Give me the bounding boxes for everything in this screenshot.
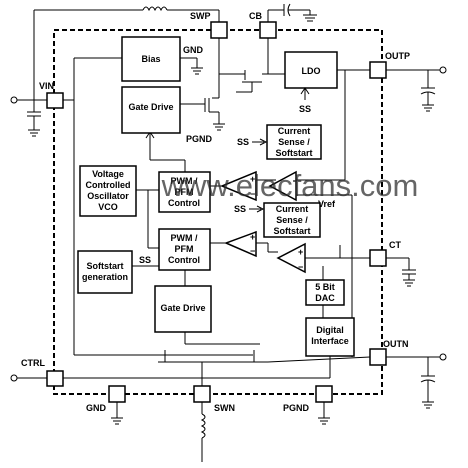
minus-sign: − (298, 262, 303, 272)
pin-ct: CT (369, 240, 401, 267)
plus-sign: + (298, 247, 303, 257)
pin-ctrl-label: CTRL (21, 358, 45, 368)
vco-block: Voltage Controlled Oscillator VCO (79, 165, 137, 217)
pin-outp: OUTP (369, 51, 410, 79)
gate-drive-top-block: Gate Drive (121, 86, 181, 134)
pin-cb: CB (249, 11, 277, 39)
softstart-gen-line-2: generation (82, 272, 128, 282)
external-outp-circuit (386, 66, 447, 112)
plus-sign: + (250, 174, 255, 184)
pin-pgnd-label: PGND (283, 403, 310, 413)
pwm-2-line-2: PFM (175, 244, 194, 254)
cb-capacitor (267, 3, 317, 22)
current-sense-2-line-2: Sense / (276, 215, 308, 225)
pin-pgnd: PGND (283, 385, 333, 413)
vco-line-1: Voltage (92, 169, 124, 179)
bias-block: Bias (121, 36, 181, 82)
internal-wiring (63, 38, 371, 386)
pwm-1-block: PWM / PFM Control (158, 171, 211, 213)
external-vin-circuit (10, 9, 143, 137)
pin-swp: SWP (190, 11, 228, 39)
ss-cs2-label: SS (234, 204, 246, 214)
gate-drive-top-label: Gate Drive (128, 102, 173, 112)
pin-ctrl: CTRL (21, 358, 64, 387)
external-ctrl-input (10, 374, 47, 382)
ldo-label: LDO (302, 66, 321, 76)
digital-interface-line-1: Digital (316, 325, 344, 335)
external-outn-circuit (386, 353, 447, 409)
current-sense-1-line-1: Current (278, 126, 311, 136)
current-sense-1-line-3: Softstart (275, 148, 312, 158)
softstart-gen-line-1: Softstart (86, 261, 123, 271)
pin-vin: VIN (39, 81, 64, 109)
pwm-2-line-3: Control (168, 255, 200, 265)
digital-interface-block: Digital Interface (305, 317, 355, 357)
vco-line-3: Oscillator (87, 191, 129, 201)
pin-gnd: GND (86, 385, 126, 413)
gate-drive-bottom-block: Gate Drive (154, 285, 212, 333)
pgnd-internal-label: PGND (186, 134, 213, 144)
pin-outp-label: OUTP (385, 51, 410, 61)
comparator-1 (220, 170, 257, 202)
error-amplifier (276, 242, 306, 274)
pin-swp-label: SWP (190, 11, 211, 21)
ss-cs1-label: SS (237, 137, 249, 147)
ss-ldo-label: SS (299, 104, 311, 114)
current-sense-2-block: Current Sense / Softstart (263, 202, 321, 238)
gnd-internal-label: GND (183, 45, 204, 55)
pwm-2-block: PWM / PFM Control (158, 228, 211, 271)
plus-sign: + (250, 232, 255, 242)
pin-cb-label: CB (249, 11, 262, 21)
feedback-amplifier (268, 170, 297, 202)
pwm-1-line-3: Control (168, 198, 200, 208)
vref-label: Vref (318, 199, 336, 209)
current-sense-2-line-1: Current (276, 204, 309, 214)
pin-swn-label: SWN (214, 403, 235, 413)
minus-sign: − (250, 246, 255, 256)
pwm-1-line-1: PWM / (171, 176, 198, 186)
current-sense-1-block: Current Sense / Softstart (266, 124, 322, 160)
pin-outn: OUTN (369, 339, 409, 366)
ss-softstart-label: SS (139, 255, 151, 265)
dac-block: 5 Bit DAC (305, 279, 345, 306)
pwm-1-line-2: PFM (175, 187, 194, 197)
watermark: www.elecfans.com (161, 168, 419, 203)
minus-sign: − (250, 189, 255, 199)
dac-line-1: 5 Bit (315, 282, 335, 292)
inductor-top (142, 6, 168, 12)
digital-interface-line-2: Interface (311, 336, 349, 346)
current-sense-2-line-3: Softstart (273, 226, 310, 236)
comparator-2 (223, 230, 257, 258)
external-ct-capacitor (386, 257, 416, 287)
pin-gnd-label: GND (86, 403, 107, 413)
bias-label: Bias (141, 54, 160, 64)
vco-line-4: VCO (98, 202, 118, 212)
ldo-block: LDO (284, 51, 338, 89)
current-sense-1-line-2: Sense / (278, 137, 310, 147)
softstart-generation-block: Softstart generation (77, 250, 133, 294)
pin-swn: SWN (193, 385, 235, 413)
pin-ct-label: CT (389, 240, 401, 250)
pwm-2-line-1: PWM / (171, 233, 198, 243)
external-bottom-pins (111, 402, 330, 462)
pin-vin-label: VIN (39, 81, 54, 91)
gate-drive-bottom-label: Gate Drive (160, 303, 205, 313)
vco-line-2: Controlled (86, 180, 131, 190)
pin-outn-label: OUTN (383, 339, 409, 349)
dac-line-2: DAC (315, 293, 335, 303)
